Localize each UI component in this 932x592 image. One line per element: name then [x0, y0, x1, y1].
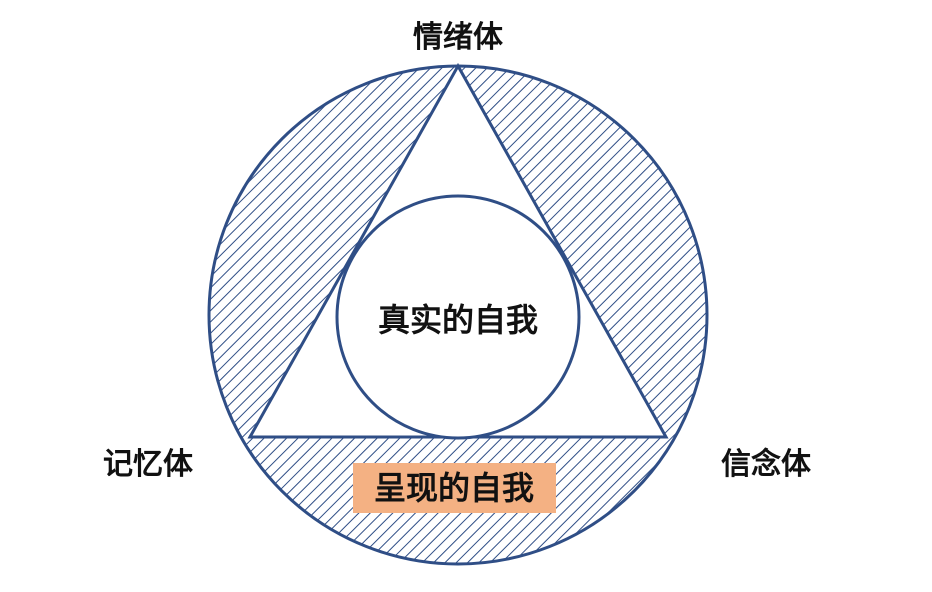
label-true-self: 真实的自我: [378, 301, 538, 339]
label-memory-body: 记忆体: [103, 447, 194, 482]
inner-circle: [335, 194, 581, 440]
presented-self-highlight: [353, 463, 556, 513]
label-presented-self: 呈现的自我: [374, 469, 534, 507]
label-belief-body: 信念体: [721, 447, 812, 482]
label-emotional-body: 情绪体: [413, 20, 504, 55]
